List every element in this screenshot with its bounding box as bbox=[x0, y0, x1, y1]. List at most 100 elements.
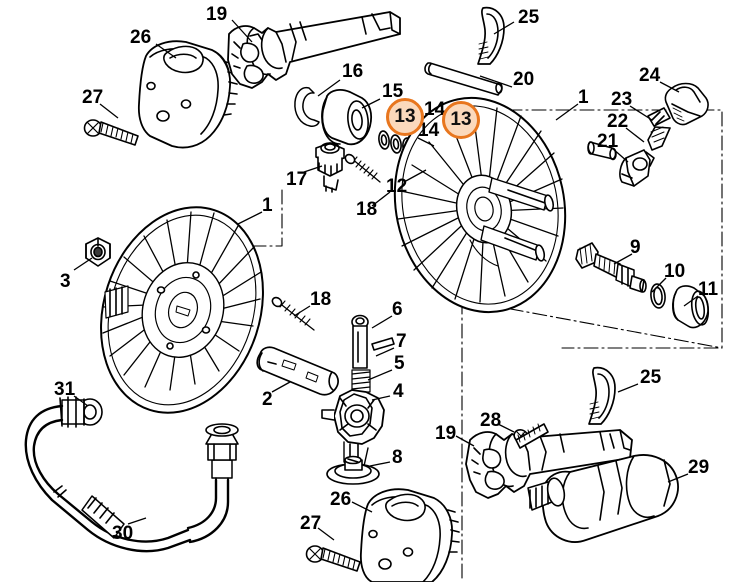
part-29-handle bbox=[527, 454, 679, 543]
leader-line-9 bbox=[613, 253, 633, 265]
part-25-hook-top bbox=[477, 6, 505, 65]
callout-number-31: 31 bbox=[54, 379, 76, 400]
part-30-hose bbox=[24, 396, 239, 553]
leader-line-11 bbox=[683, 295, 699, 307]
callout-number-23: 23 bbox=[611, 89, 633, 110]
callout-number-4: 4 bbox=[393, 381, 404, 402]
leader-line-5 bbox=[367, 369, 393, 381]
callout-number-26: 26 bbox=[330, 489, 352, 510]
callout-number-26: 26 bbox=[130, 27, 152, 48]
leader-line-21 bbox=[611, 147, 629, 163]
leader-line-19 bbox=[231, 19, 253, 43]
leader-line-25 bbox=[493, 21, 515, 35]
leader-line-30 bbox=[127, 517, 147, 525]
callout-number-28: 28 bbox=[480, 410, 502, 431]
callout-number-10: 10 bbox=[664, 261, 686, 282]
part-6-bolt bbox=[351, 314, 369, 369]
callout-number-14: 14 bbox=[418, 120, 440, 141]
callout-number-22: 22 bbox=[607, 111, 629, 132]
callout-number-12: 12 bbox=[386, 176, 408, 197]
leader-line-18 bbox=[293, 305, 311, 317]
leader-line-26 bbox=[155, 43, 177, 59]
callout-number-29: 29 bbox=[688, 457, 710, 478]
part-2-tube bbox=[256, 346, 339, 396]
callout-number-25: 25 bbox=[640, 367, 662, 388]
callout-number-20: 20 bbox=[513, 69, 535, 90]
part-17-fitting bbox=[315, 142, 345, 193]
part-25-hook-bottom bbox=[588, 366, 616, 425]
part-16-retaining-clip bbox=[294, 86, 320, 127]
leader-line-10 bbox=[651, 277, 667, 293]
callout-number-18: 18 bbox=[356, 199, 378, 220]
leader-line-1 bbox=[237, 211, 263, 225]
part-28-screw bbox=[513, 423, 549, 449]
callout-number-21: 21 bbox=[597, 131, 619, 152]
part-1-reel-right bbox=[393, 96, 567, 314]
part-7-pin bbox=[371, 337, 395, 351]
leader-line-2 bbox=[271, 381, 291, 393]
callout-leader-lines bbox=[73, 19, 699, 541]
highlighted-part-13[interactable]: 13 bbox=[386, 98, 424, 136]
callout-number-3: 3 bbox=[60, 271, 71, 292]
callout-number-17: 17 bbox=[286, 169, 308, 190]
part-23-screw bbox=[647, 107, 671, 151]
callout-number-8: 8 bbox=[392, 447, 403, 468]
leader-line-1 bbox=[555, 103, 579, 121]
leader-line-24 bbox=[659, 81, 680, 93]
part-24-clip bbox=[664, 82, 709, 126]
leader-line-6 bbox=[371, 315, 393, 329]
callout-number-5: 5 bbox=[394, 353, 405, 374]
callout-number-1: 1 bbox=[262, 195, 273, 216]
part-18-spring-screw-a bbox=[344, 153, 381, 183]
part-3-nut bbox=[85, 237, 111, 267]
callout-number-7: 7 bbox=[396, 331, 407, 352]
callout-number-11: 11 bbox=[698, 279, 719, 300]
leader-line-27 bbox=[317, 527, 335, 541]
leader-line-7 bbox=[375, 347, 395, 357]
callout-number-2: 2 bbox=[262, 389, 273, 410]
leader-line-19 bbox=[455, 435, 475, 447]
leader-line-31 bbox=[73, 395, 89, 407]
part-1-wheel-left bbox=[100, 206, 264, 414]
leader-line-8 bbox=[369, 461, 391, 467]
leader-line-16 bbox=[317, 79, 341, 97]
leader-line-27 bbox=[99, 103, 119, 119]
callout-number-6: 6 bbox=[392, 299, 403, 320]
leader-line-12 bbox=[403, 169, 427, 183]
part-19-lever-bottom bbox=[465, 429, 633, 499]
callout-number-30: 30 bbox=[112, 523, 134, 544]
callout-number-16: 16 bbox=[342, 61, 364, 82]
part-26-cover-top bbox=[137, 40, 238, 149]
part-21-bushing bbox=[587, 141, 617, 161]
callout-number-27: 27 bbox=[82, 87, 104, 108]
part-27-screw-bottom bbox=[305, 545, 361, 572]
leader-line-14 bbox=[417, 137, 435, 147]
leader-line-29 bbox=[667, 473, 689, 483]
callout-number-1: 1 bbox=[578, 87, 589, 108]
part-15-drum bbox=[321, 89, 373, 146]
callout-number-14: 14 bbox=[424, 99, 446, 120]
part-5-spring bbox=[351, 369, 371, 393]
leader-line-17 bbox=[303, 165, 323, 173]
leader-line-20 bbox=[479, 75, 513, 88]
leader-line-26 bbox=[351, 501, 373, 513]
callout-number-27: 27 bbox=[300, 513, 322, 534]
part-9-valve bbox=[575, 242, 647, 293]
callout-number-19: 19 bbox=[206, 4, 228, 25]
part-18-spring-screw-b bbox=[271, 296, 315, 331]
leader-line-3 bbox=[73, 257, 93, 271]
part-26-cover-bottom bbox=[359, 488, 460, 582]
part-22-valve-body bbox=[619, 149, 655, 187]
part-8-disc bbox=[326, 455, 380, 485]
part-11-cap-nut bbox=[672, 285, 710, 329]
leader-line-15 bbox=[361, 98, 381, 109]
callout-number-18: 18 bbox=[310, 289, 332, 310]
callout-number-9: 9 bbox=[630, 237, 641, 258]
leader-line-4 bbox=[371, 395, 391, 401]
callout-number-25: 25 bbox=[518, 7, 540, 28]
highlighted-part-13[interactable]: 13 bbox=[442, 101, 480, 139]
leader-line-22 bbox=[625, 127, 645, 143]
leader-line-23 bbox=[629, 105, 653, 121]
